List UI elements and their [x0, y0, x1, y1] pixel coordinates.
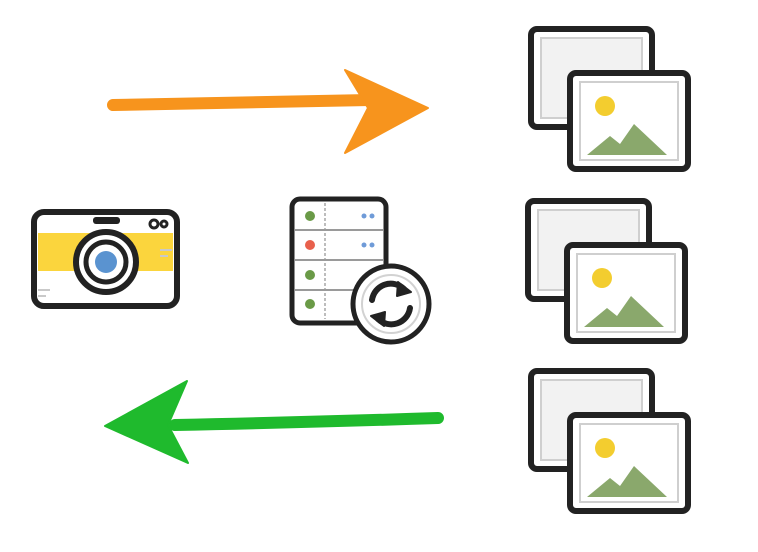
camera-viewfinder	[93, 217, 120, 224]
server-status-light	[305, 270, 315, 280]
photo-mountain	[587, 124, 667, 155]
photo-mountain	[587, 466, 667, 497]
camera-flash-dot	[148, 218, 160, 230]
camera-lens-glass	[95, 251, 117, 273]
photo-sun	[592, 268, 612, 288]
sync-arrow-head	[396, 281, 412, 297]
photo-stack-icon	[525, 198, 688, 344]
server-indicator	[361, 213, 367, 219]
server-indicator	[361, 242, 367, 248]
photo-stack-group	[525, 26, 691, 514]
upload-arrow-head	[344, 69, 429, 154]
server-status-light	[305, 211, 315, 221]
camera-icon	[31, 209, 180, 309]
download-arrow-shaft	[169, 412, 444, 431]
photo-mountain	[584, 296, 664, 327]
arrow-left-icon	[104, 380, 444, 464]
server-status-light	[305, 299, 315, 309]
sync-icon	[350, 263, 432, 345]
server-indicator	[369, 213, 375, 219]
photo-stack-icon	[528, 26, 691, 172]
photo-sun	[595, 438, 615, 458]
arrow-right-icon	[107, 69, 429, 154]
upload-arrow-shaft	[107, 94, 376, 111]
photo-stack-icon	[528, 368, 691, 514]
sync-arrow-head	[370, 311, 386, 327]
server-status-light	[305, 240, 315, 250]
photo-sun	[595, 96, 615, 116]
camera-sensor-dot	[159, 219, 169, 229]
download-arrow-head	[104, 380, 189, 464]
server-indicator	[369, 242, 375, 248]
